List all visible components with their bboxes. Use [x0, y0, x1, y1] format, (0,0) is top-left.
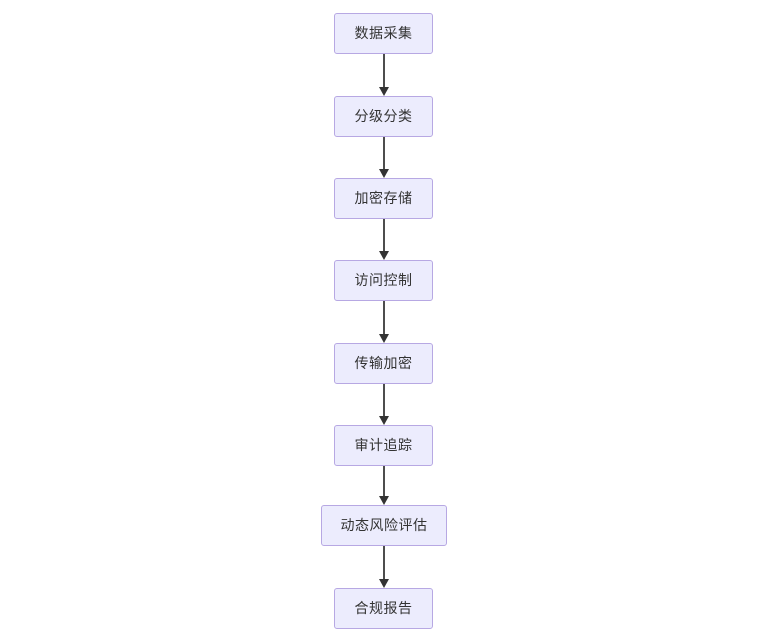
arrowhead-icon [379, 496, 389, 505]
flow-edge [374, 301, 394, 343]
flow-node-label: 动态风险评估 [340, 517, 428, 534]
flow-node-node-2[interactable]: 分级分类 [334, 96, 433, 137]
edge-line [383, 137, 385, 170]
flow-node-node-5[interactable]: 传输加密 [334, 343, 433, 384]
flow-node-node-7[interactable]: 动态风险评估 [321, 505, 447, 546]
flow-edge [374, 219, 394, 260]
flow-node-label: 数据采集 [354, 25, 413, 42]
flow-edge [374, 384, 394, 425]
flow-edge [374, 546, 394, 588]
flow-node-label: 审计追踪 [354, 437, 413, 454]
flow-node-node-8[interactable]: 合规报告 [334, 588, 433, 629]
flow-node-label: 传输加密 [354, 355, 413, 372]
flow-node-node-3[interactable]: 加密存储 [334, 178, 433, 219]
edge-line [383, 546, 385, 580]
edge-line [383, 54, 385, 88]
edge-line [383, 384, 385, 417]
arrowhead-icon [379, 87, 389, 96]
arrowhead-icon [379, 251, 389, 260]
edge-line [383, 219, 385, 252]
flow-node-label: 合规报告 [354, 600, 413, 617]
flow-node-label: 分级分类 [354, 108, 413, 125]
flow-edge [374, 54, 394, 96]
flow-node-label: 加密存储 [354, 190, 413, 207]
flow-edge [374, 466, 394, 505]
flow-node-label: 访问控制 [354, 272, 413, 289]
flow-node-node-1[interactable]: 数据采集 [334, 13, 433, 54]
edge-line [383, 301, 385, 335]
arrowhead-icon [379, 334, 389, 343]
arrowhead-icon [379, 579, 389, 588]
edge-line [383, 466, 385, 497]
arrowhead-icon [379, 416, 389, 425]
flow-edge [374, 137, 394, 178]
flow-node-node-6[interactable]: 审计追踪 [334, 425, 433, 466]
flow-node-node-4[interactable]: 访问控制 [334, 260, 433, 301]
arrowhead-icon [379, 169, 389, 178]
